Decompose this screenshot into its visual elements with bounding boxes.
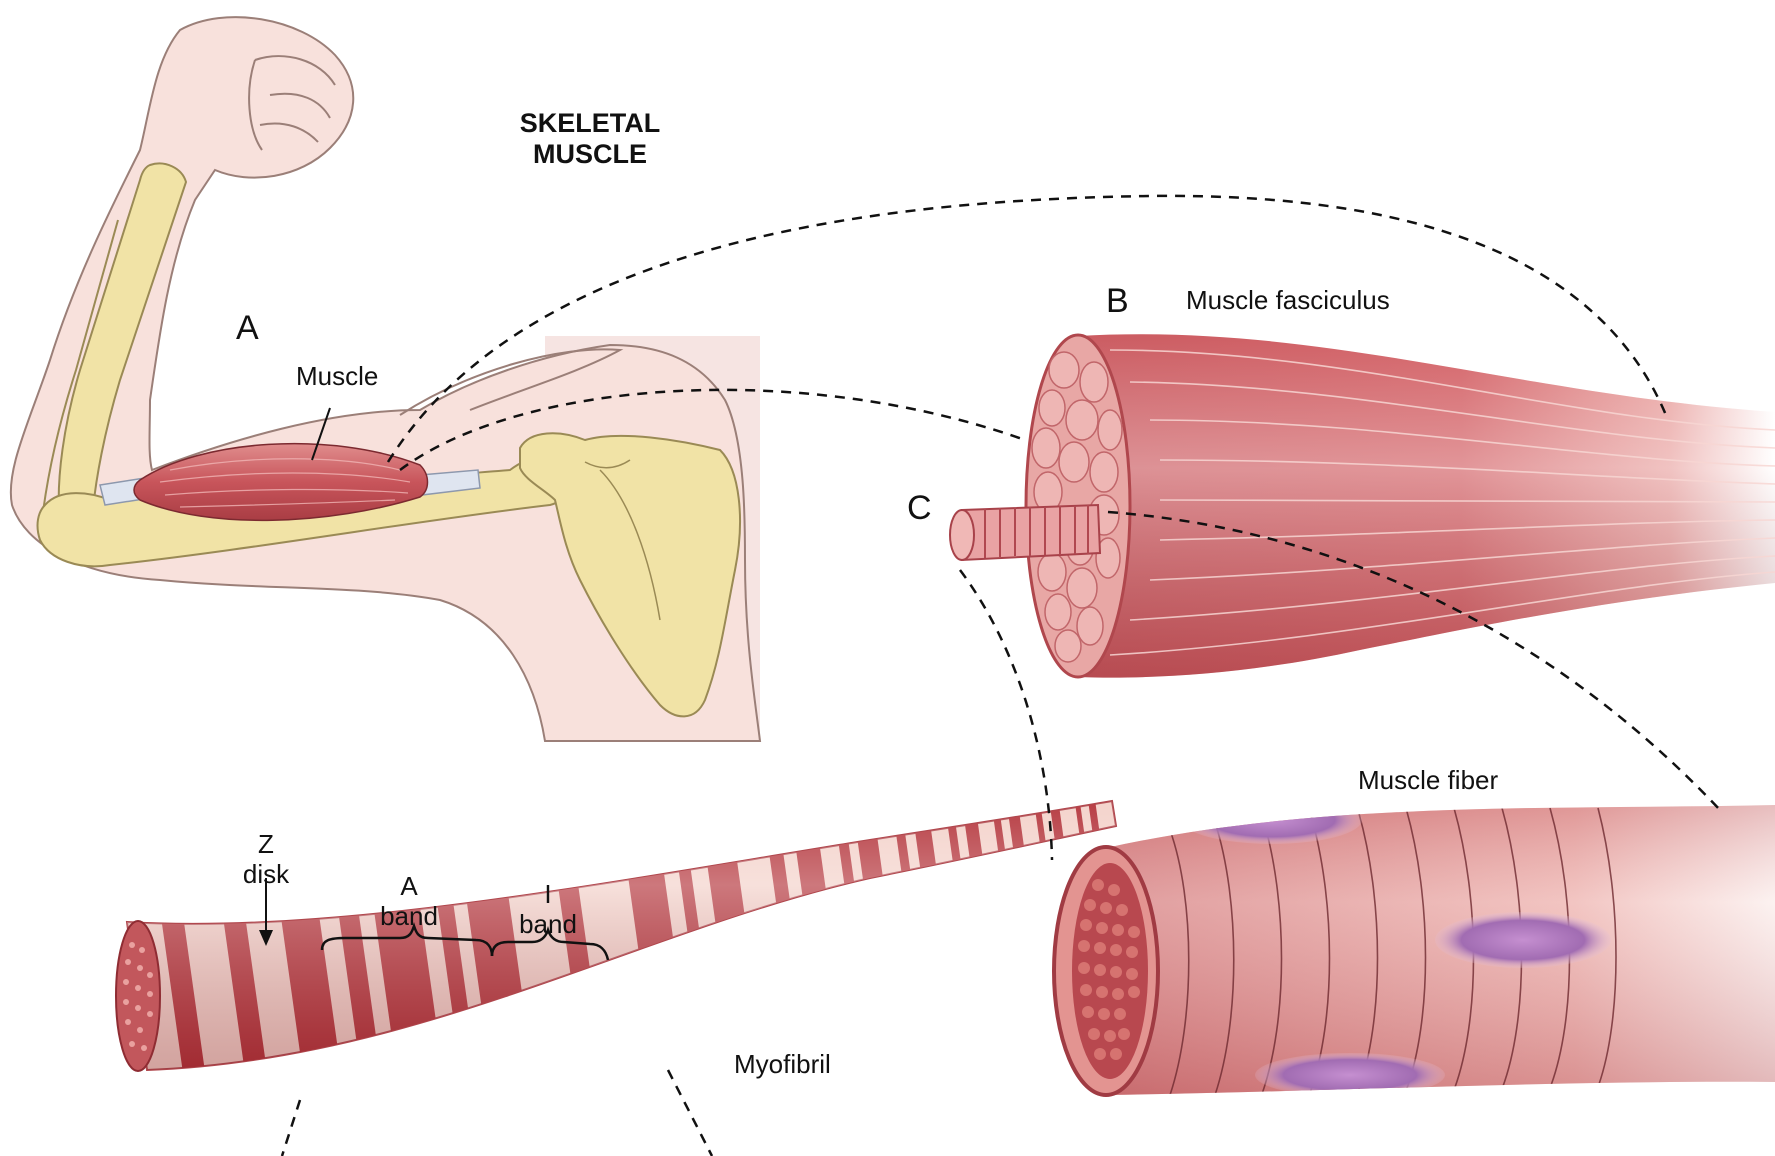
myofibril-label: Myofibril bbox=[734, 1050, 831, 1080]
i-band-label-line-2: band bbox=[508, 910, 588, 940]
z-disk-label-line-1: Z bbox=[230, 830, 302, 860]
a-band-label-line-1: A bbox=[369, 872, 449, 902]
extracted-fiber bbox=[950, 505, 1100, 560]
myofibril-illustration bbox=[116, 681, 1130, 1102]
a-band-label-line-2: band bbox=[369, 902, 449, 932]
zoom-guide-myofibril-left bbox=[282, 1100, 300, 1156]
a-band-label: A band bbox=[369, 872, 449, 932]
muscle-fiber-label: Muscle fiber bbox=[1358, 766, 1498, 796]
panel-a-letter: A bbox=[236, 309, 259, 348]
nucleus-top bbox=[1182, 796, 1362, 844]
i-band-label: I band bbox=[508, 880, 588, 940]
title-line-1: SKELETAL bbox=[498, 108, 682, 139]
muscle-fiber-illustration bbox=[1054, 790, 1775, 1110]
z-disk-label-line-2: disk bbox=[230, 860, 302, 890]
myofibril-end-face bbox=[116, 921, 160, 1071]
zoom-guide-myofibril-right bbox=[668, 1070, 712, 1156]
i-band-label-line-1: I bbox=[508, 880, 588, 910]
nucleus-bottom bbox=[1255, 1053, 1445, 1097]
z-disk-label: Z disk bbox=[230, 830, 302, 890]
muscle-fasciculus-label: Muscle fasciculus bbox=[1186, 286, 1390, 316]
diagram-title: SKELETAL MUSCLE bbox=[498, 108, 682, 170]
panel-b-letter: B bbox=[1106, 282, 1129, 321]
fasciculus-illustration bbox=[950, 320, 1775, 690]
title-line-2: MUSCLE bbox=[498, 139, 682, 170]
nucleus-middle bbox=[1435, 912, 1611, 968]
myofibril-bands bbox=[120, 681, 1130, 1102]
panel-c-letter: C bbox=[907, 489, 932, 528]
muscle-label: Muscle bbox=[296, 362, 378, 392]
